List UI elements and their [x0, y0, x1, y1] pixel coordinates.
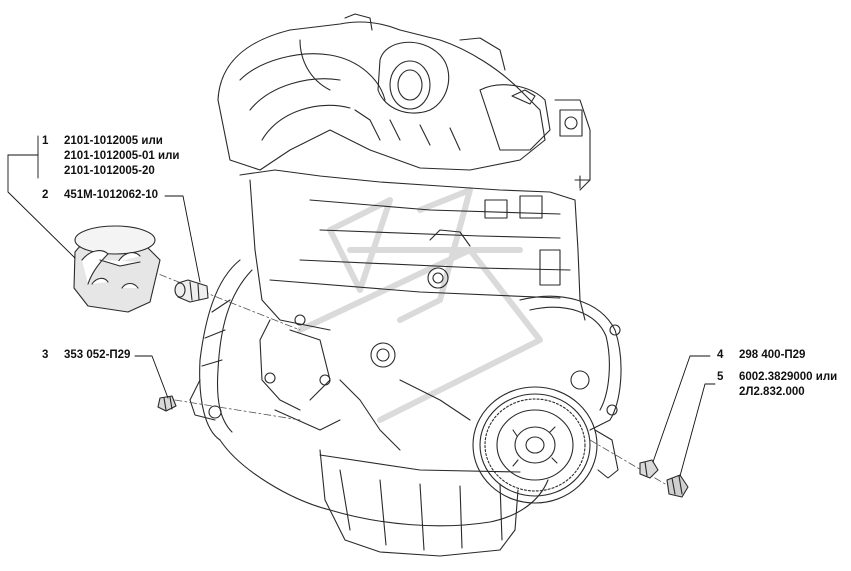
sensor-part — [666, 474, 689, 498]
engine-mount — [259, 314, 471, 451]
callout-4-line-1: 298 400-П29 — [739, 349, 806, 361]
callout-1-line-3: 2101-1012005-20 — [64, 165, 155, 177]
timing-cover — [519, 295, 622, 479]
callout-2-number: 2 — [42, 189, 49, 201]
callout-4-number: 4 — [717, 349, 724, 361]
intake-manifold — [217, 13, 591, 191]
crankshaft-pulley — [472, 386, 598, 504]
oil-filter — [73, 225, 161, 313]
callout-1-line-1: 2101-1012005 или — [64, 135, 163, 147]
callout-5-number: 5 — [717, 371, 724, 383]
plug-part — [157, 395, 177, 412]
callout-5-line-2: 2Л2.832.000 — [739, 386, 805, 398]
callout-3-number: 3 — [42, 349, 49, 361]
engine-block — [239, 169, 591, 368]
callout-5-line-1: 6002.3829000 или — [739, 371, 838, 383]
oil-pan — [319, 449, 521, 557]
fitting-part — [174, 279, 209, 303]
watermark-logo — [297, 187, 543, 423]
callout-1-line-2: 2101-1012005-01 или — [64, 150, 180, 162]
callout-2-line-1: 451M-1012062-10 — [64, 189, 158, 201]
callout-1-number: 1 — [42, 135, 49, 147]
washer-part — [639, 459, 659, 479]
bell-housing — [189, 259, 549, 527]
leader-lines — [7, 135, 716, 477]
callout-3-line-1: 353 052-П29 — [64, 349, 131, 361]
